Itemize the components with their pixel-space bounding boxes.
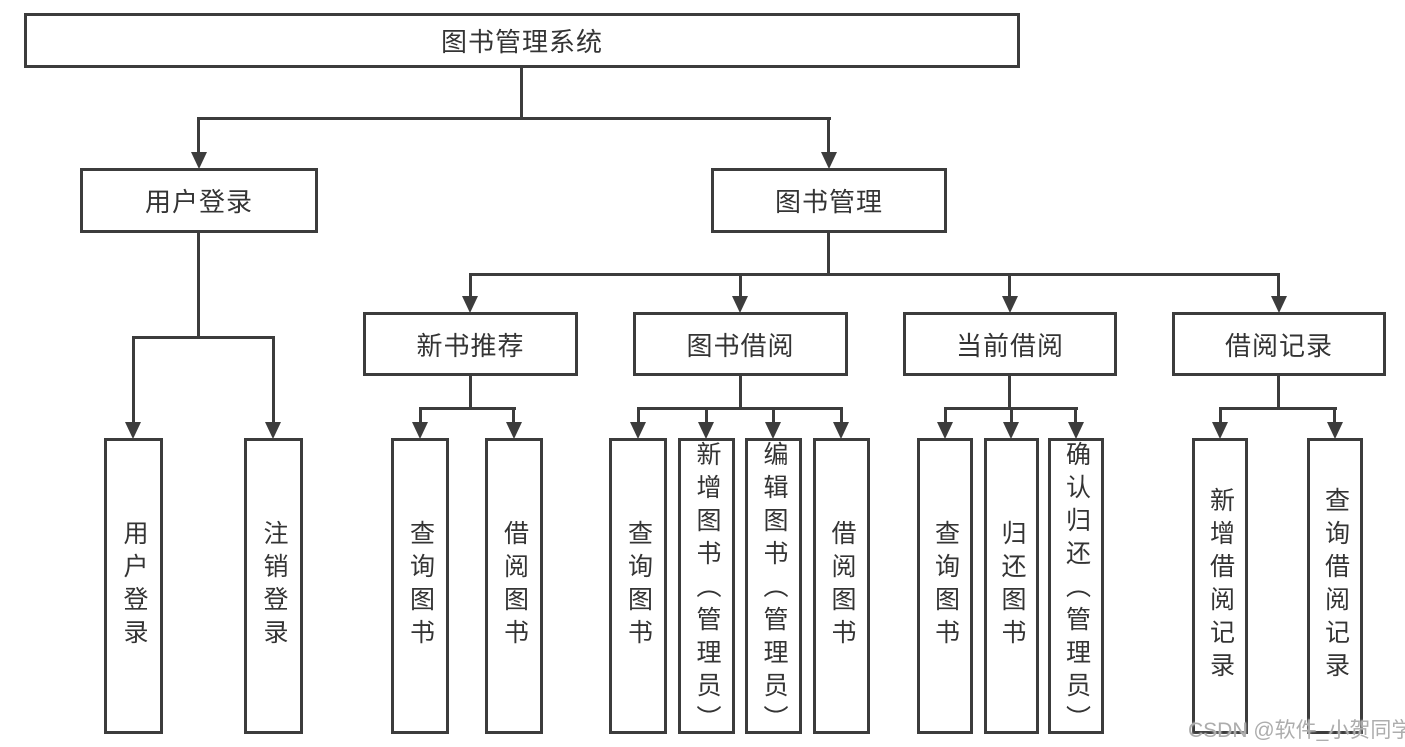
leaf-user-login: 用户登录 xyxy=(104,438,163,734)
arrowhead-down-icon xyxy=(462,296,478,313)
line-segment xyxy=(419,407,422,424)
leaf-confirm-return-admin: 确认归还（管理员） xyxy=(1048,438,1104,738)
node-library-system: 图书管理系统 xyxy=(24,13,1020,68)
line-segment xyxy=(512,407,515,424)
arrowhead-down-icon xyxy=(506,422,522,439)
arrowhead-down-icon xyxy=(191,152,207,169)
arrowhead-down-icon xyxy=(630,422,646,439)
line-segment xyxy=(944,407,947,424)
node-book-management: 图书管理 xyxy=(711,168,947,233)
line-segment xyxy=(739,376,742,409)
line-segment xyxy=(705,407,708,424)
line-segment xyxy=(520,66,523,119)
line-segment xyxy=(469,273,1280,276)
leaf-return-books: 归还图书 xyxy=(984,438,1039,734)
leaf-add-books-admin: 新增图书（管理员） xyxy=(678,438,735,738)
line-segment xyxy=(1010,407,1013,424)
line-segment xyxy=(1008,273,1011,298)
arrowhead-down-icon xyxy=(1271,296,1287,313)
arrowhead-down-icon xyxy=(821,152,837,169)
arrowhead-down-icon xyxy=(1327,422,1343,439)
line-segment xyxy=(1219,407,1222,424)
line-segment xyxy=(419,407,516,410)
leaf-logout: 注销登录 xyxy=(244,438,303,734)
arrowhead-down-icon xyxy=(937,422,953,439)
line-segment xyxy=(132,336,135,424)
line-segment xyxy=(827,233,830,275)
line-segment xyxy=(132,336,275,339)
line-segment xyxy=(272,336,275,424)
arrowhead-down-icon xyxy=(125,422,141,439)
line-segment xyxy=(469,273,472,298)
arrowhead-down-icon xyxy=(265,422,281,439)
arrowhead-down-icon xyxy=(1003,422,1019,439)
node-user-login: 用户登录 xyxy=(80,168,318,233)
line-segment xyxy=(827,117,830,154)
node-borrow-records: 借阅记录 xyxy=(1172,312,1386,376)
arrowhead-down-icon xyxy=(833,422,849,439)
line-segment xyxy=(840,407,843,424)
line-segment xyxy=(1277,273,1280,298)
leaf-edit-books-admin: 编辑图书（管理员） xyxy=(745,438,802,738)
line-segment xyxy=(1219,407,1337,410)
line-segment xyxy=(637,407,843,410)
leaf-query-books-recommend: 查询图书 xyxy=(391,438,449,734)
line-segment xyxy=(772,407,775,424)
leaf-borrow-books: 借阅图书 xyxy=(813,438,870,734)
arrowhead-down-icon xyxy=(765,422,781,439)
arrowhead-down-icon xyxy=(698,422,714,439)
line-segment xyxy=(197,233,200,338)
arrowhead-down-icon xyxy=(412,422,428,439)
line-segment xyxy=(197,117,831,120)
leaf-add-borrow-record: 新增借阅记录 xyxy=(1192,438,1248,734)
node-book-borrow: 图书借阅 xyxy=(633,312,848,376)
leaf-query-books-borrow: 查询图书 xyxy=(609,438,667,734)
line-segment xyxy=(739,273,742,298)
line-segment xyxy=(197,117,200,154)
line-segment xyxy=(1074,407,1077,424)
line-segment xyxy=(469,376,472,409)
leaf-query-books-current: 查询图书 xyxy=(917,438,973,734)
arrowhead-down-icon xyxy=(732,296,748,313)
line-segment xyxy=(637,407,640,424)
node-new-book-recommend: 新书推荐 xyxy=(363,312,578,376)
line-segment xyxy=(1277,376,1280,409)
csdn-watermark: CSDN @软件_小贺同学 xyxy=(1188,719,1405,742)
leaf-borrow-books-recommend: 借阅图书 xyxy=(485,438,543,734)
line-segment xyxy=(1333,407,1336,424)
node-current-borrow: 当前借阅 xyxy=(903,312,1117,376)
arrowhead-down-icon xyxy=(1068,422,1084,439)
arrowhead-down-icon xyxy=(1212,422,1228,439)
line-segment xyxy=(1008,376,1011,409)
leaf-query-borrow-record: 查询借阅记录 xyxy=(1307,438,1363,734)
arrowhead-down-icon xyxy=(1002,296,1018,313)
